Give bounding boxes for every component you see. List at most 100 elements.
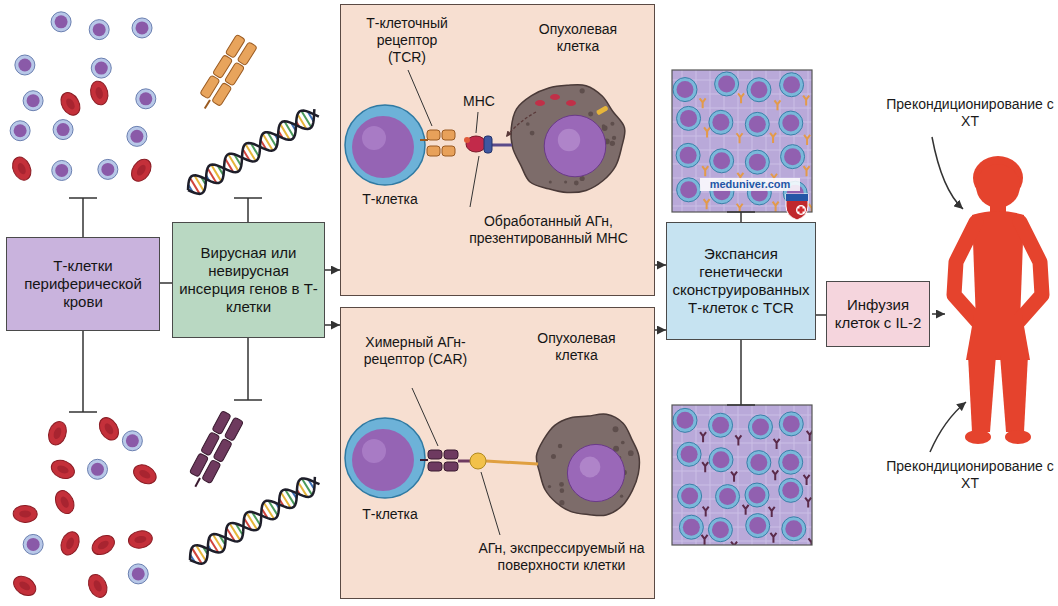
lymphocyte	[98, 159, 118, 179]
red-blood-cell	[57, 89, 84, 118]
car-receptor	[420, 450, 538, 471]
red-blood-cell	[10, 572, 39, 599]
flow-connector	[160, 282, 172, 284]
box-label: Инфузия клеток с IL-2	[832, 296, 924, 332]
lymphocyte	[136, 89, 156, 109]
red-blood-cell	[127, 529, 154, 550]
label-slot: Обработанный АГн, презентированный МНС	[441, 213, 656, 247]
flow-connector	[325, 269, 340, 271]
lymphocyte	[51, 12, 71, 32]
dna-helix	[183, 104, 322, 198]
label-slot: Опухолевая клетка	[519, 330, 634, 364]
red-blood-cell	[95, 414, 122, 443]
mechanism-panel: Химерный АГн-рецептор (CAR) Опухолевая кл…	[340, 307, 655, 599]
red-blood-cell	[58, 529, 83, 558]
label-slot: МНС	[459, 93, 499, 110]
lymphocyte	[87, 459, 107, 479]
leader-lines	[408, 70, 500, 535]
panel-label: Обработанный АГн, презентированный МНС	[441, 213, 656, 247]
panel-label: Опухолевая клетка	[519, 330, 634, 364]
note-label: Прекондиционирование с ХТ	[886, 458, 1054, 492]
label-slot: АГн, экспрессируемый на поверхности клет…	[469, 540, 654, 574]
site-logo	[786, 194, 808, 220]
process-box: Вирусная или невирусная инсерция генов в…	[172, 222, 325, 338]
label-slot: meduniver.com	[700, 178, 800, 191]
flow-connector	[816, 314, 826, 316]
lymphocyte	[91, 58, 111, 78]
red-blood-cell	[130, 461, 159, 488]
cell-culture	[672, 405, 812, 545]
label-slot: Прекондиционирование с ХТ	[886, 96, 1054, 130]
dna-helix	[185, 472, 323, 568]
lymphocyte	[10, 121, 30, 141]
lymphocyte	[122, 431, 142, 451]
receptor-gene	[195, 34, 258, 115]
lymphocyte	[89, 20, 109, 40]
picture-stem	[234, 198, 262, 222]
tcr-receptor	[420, 130, 455, 156]
red-blood-cell	[52, 488, 78, 517]
red-blood-cell	[49, 457, 78, 482]
tumor-cells	[511, 85, 639, 516]
label-slot: Опухолевая клетка	[523, 21, 633, 55]
panel-ground	[340, 4, 655, 296]
lymphocyte	[23, 91, 43, 111]
lymphocyte	[52, 160, 72, 180]
culture-frame	[672, 405, 812, 545]
panel-label: Химерный АГн-рецептор (CAR)	[353, 334, 478, 368]
t-cell	[345, 105, 425, 185]
panel-label: АГн, экспрессируемый на поверхности клет…	[469, 540, 654, 574]
box-label: Вирусная или невирусная инсерция генов в…	[178, 244, 319, 316]
flow-connector	[655, 264, 666, 266]
process-box: Т-клетки периферической крови	[6, 237, 160, 331]
panel-label: Т-клеточный рецептор (TCR)	[357, 15, 457, 65]
tumor-cell	[511, 85, 625, 193]
picture-stem	[69, 198, 97, 237]
culture-frame	[672, 70, 812, 212]
receptor-gene	[185, 411, 244, 493]
lymphocyte	[15, 55, 35, 75]
picture-stem	[69, 331, 97, 412]
red-blood-cell	[128, 156, 156, 185]
lymphocyte	[23, 534, 43, 554]
red-blood-cell	[85, 571, 111, 600]
label-slot: Т-клетка	[345, 506, 435, 523]
panel-label: Опухолевая клетка	[523, 21, 633, 55]
box-label: Экспансия генетически сконструированных …	[672, 245, 810, 317]
tumor-cell	[536, 414, 639, 516]
label-slot: Прекондиционирование с ХТ	[886, 458, 1054, 492]
mechanism-panel: Т-клеточный рецептор (TCR) Опухолевая кле…	[340, 4, 655, 296]
process-box: Экспансия генетически сконструированных …	[666, 222, 816, 340]
panel-label: МНС	[459, 93, 499, 110]
box-label: Т-клетки периферической крови	[12, 257, 154, 311]
label-slot: Т-клеточный рецептор (TCR)	[357, 15, 457, 65]
watermark: meduniver.com	[700, 178, 800, 191]
flow-connector	[655, 329, 666, 331]
red-blood-cell	[88, 79, 110, 106]
flow-connector	[325, 324, 340, 326]
red-blood-cell	[9, 154, 34, 183]
red-blood-cell	[46, 419, 70, 447]
mhc-molecule	[464, 136, 512, 153]
lymphocyte	[127, 126, 147, 146]
label-slot: Химерный АГн-рецептор (CAR)	[353, 334, 478, 368]
picture-stem	[234, 338, 262, 400]
red-blood-cell	[13, 505, 38, 523]
antigen-fragments	[506, 94, 609, 137]
panel-ground	[340, 307, 655, 599]
picture-stem	[727, 212, 755, 222]
process-box: Инфузия клеток с IL-2	[826, 281, 930, 347]
lymphocyte	[128, 564, 148, 584]
panel-label: Т-клетка	[345, 191, 435, 208]
note-label: Прекондиционирование с ХТ	[886, 96, 1054, 130]
picture-stem	[727, 340, 755, 405]
flow-arrows	[930, 137, 966, 452]
t-cell	[345, 418, 425, 498]
panel-label: Т-клетка	[345, 506, 435, 523]
red-blood-cell	[89, 531, 118, 558]
cell-culture	[672, 70, 812, 212]
lymphocyte	[132, 18, 152, 38]
person-silhouette	[954, 156, 1042, 444]
label-slot: Т-клетка	[345, 191, 435, 208]
